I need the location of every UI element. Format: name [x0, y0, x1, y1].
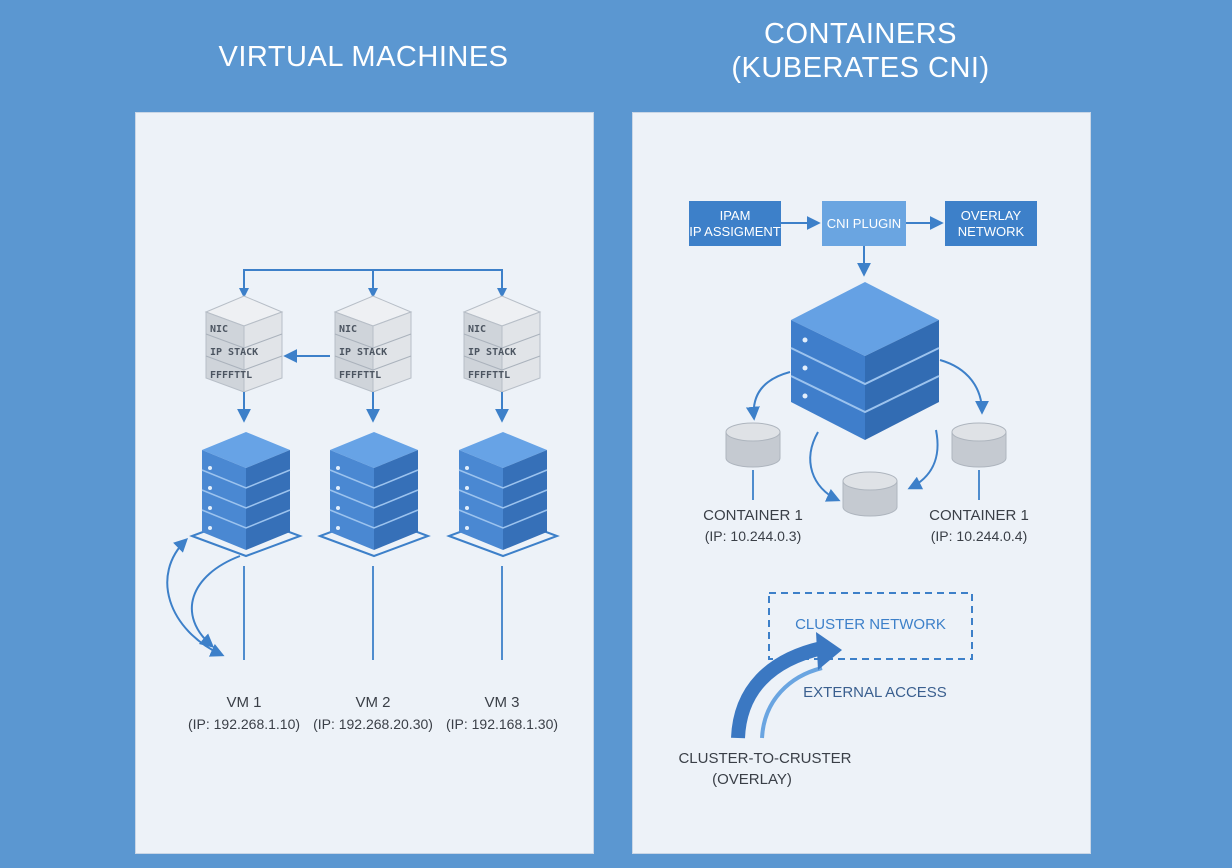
external-access-label: EXTERNAL ACCESS: [803, 684, 947, 701]
vm2-network-stack: [333, 295, 413, 393]
vm3-stack-bottom-label: FFFFTTL: [468, 370, 510, 381]
vm3-ip: (IP: 192.168.1.30): [445, 716, 559, 732]
vm-heading: VIRTUAL MACHINES: [218, 41, 509, 73]
cluster-to-cluster-label-line2: (OVERLAY): [712, 771, 792, 788]
containers-heading-line2: (KUBERATES CNI): [731, 52, 990, 84]
cluster-network-label: CLUSTER NETWORK: [795, 616, 946, 633]
container2-ip: (IP: 10.244.0.4): [930, 528, 1028, 544]
overlay-network-box: [945, 201, 1037, 246]
vm1-network-stack: [204, 295, 284, 393]
overlay-network-label: OVERLAY NETWORK: [945, 201, 1037, 246]
vm2-stack-bottom-label: FFFFTTL: [339, 370, 381, 381]
cni-plugin-label: CNI PLUGIN: [826, 215, 902, 231]
container1-ip: (IP: 10.244.0.3): [704, 528, 802, 544]
vm3-stack-nic-label: NIC: [468, 324, 486, 335]
ipam-label: IPAM IP ASSIGMENT: [689, 201, 781, 246]
ipam-box: [689, 201, 781, 246]
server-to-disk1-arrow: [745, 371, 791, 421]
container1-name: CONTAINER 1: [703, 507, 803, 524]
cluster-to-cluster-label-line1: CLUSTER-TO-CRUSTER: [678, 750, 852, 767]
vm2-stack-nic-label: NIC: [339, 324, 357, 335]
container2-disk-icon: [951, 422, 1007, 468]
vm1-stack-nic-label: NIC: [210, 324, 228, 335]
center-disk-icon: [842, 471, 898, 517]
center-disk-return-arrow: [907, 429, 939, 490]
ipam-label-line2: IP ASSIGMENT: [689, 223, 781, 239]
vm3-name: VM 3: [484, 694, 520, 711]
vm2-name: VM 2: [355, 694, 391, 711]
vm-bus-arrowheads: [239, 288, 507, 298]
vm3-network-stack: [462, 295, 542, 393]
cluster-network-box: [768, 592, 973, 660]
vm1-stack-bottom-label: FFFFTTL: [210, 370, 252, 381]
vm3-stack-ip-label: IP STACK: [468, 347, 516, 358]
vm2-ip: (IP: 192.268.20.30): [313, 716, 433, 732]
container1-disk-icon: [725, 422, 781, 468]
containers-heading-line1: CONTAINERS: [764, 18, 957, 50]
container2-name: CONTAINER 1: [929, 507, 1029, 524]
containers-heading: CONTAINERS (KUBERATES CNI): [632, 17, 1089, 85]
vm1-name: VM 1: [226, 694, 262, 711]
vm1-server-icon: [189, 432, 303, 558]
overlay-label-line1: OVERLAY: [960, 207, 1022, 223]
vm1-loop-arrow-inner: [191, 555, 241, 648]
vm2-stack-ip-label: IP STACK: [339, 347, 387, 358]
cluster-to-cluster-arrow-icon: [731, 632, 842, 739]
vm1-ip: (IP: 192.268.1.10): [187, 716, 301, 732]
vm3-server-icon: [446, 432, 560, 558]
server-to-disk2-arrow: [939, 359, 989, 415]
server-to-center-disk-arrow: [809, 431, 841, 502]
vm2-server-icon: [317, 432, 431, 558]
cni-plugin-box: [822, 201, 906, 246]
ipam-label-line1: IPAM: [719, 207, 751, 223]
vm1-stack-ip-label: IP STACK: [210, 347, 258, 358]
container-host-server-icon: [790, 282, 940, 440]
vm1-loop-arrow-outer: [166, 538, 225, 657]
overlay-label-line2: NETWORK: [957, 223, 1025, 239]
